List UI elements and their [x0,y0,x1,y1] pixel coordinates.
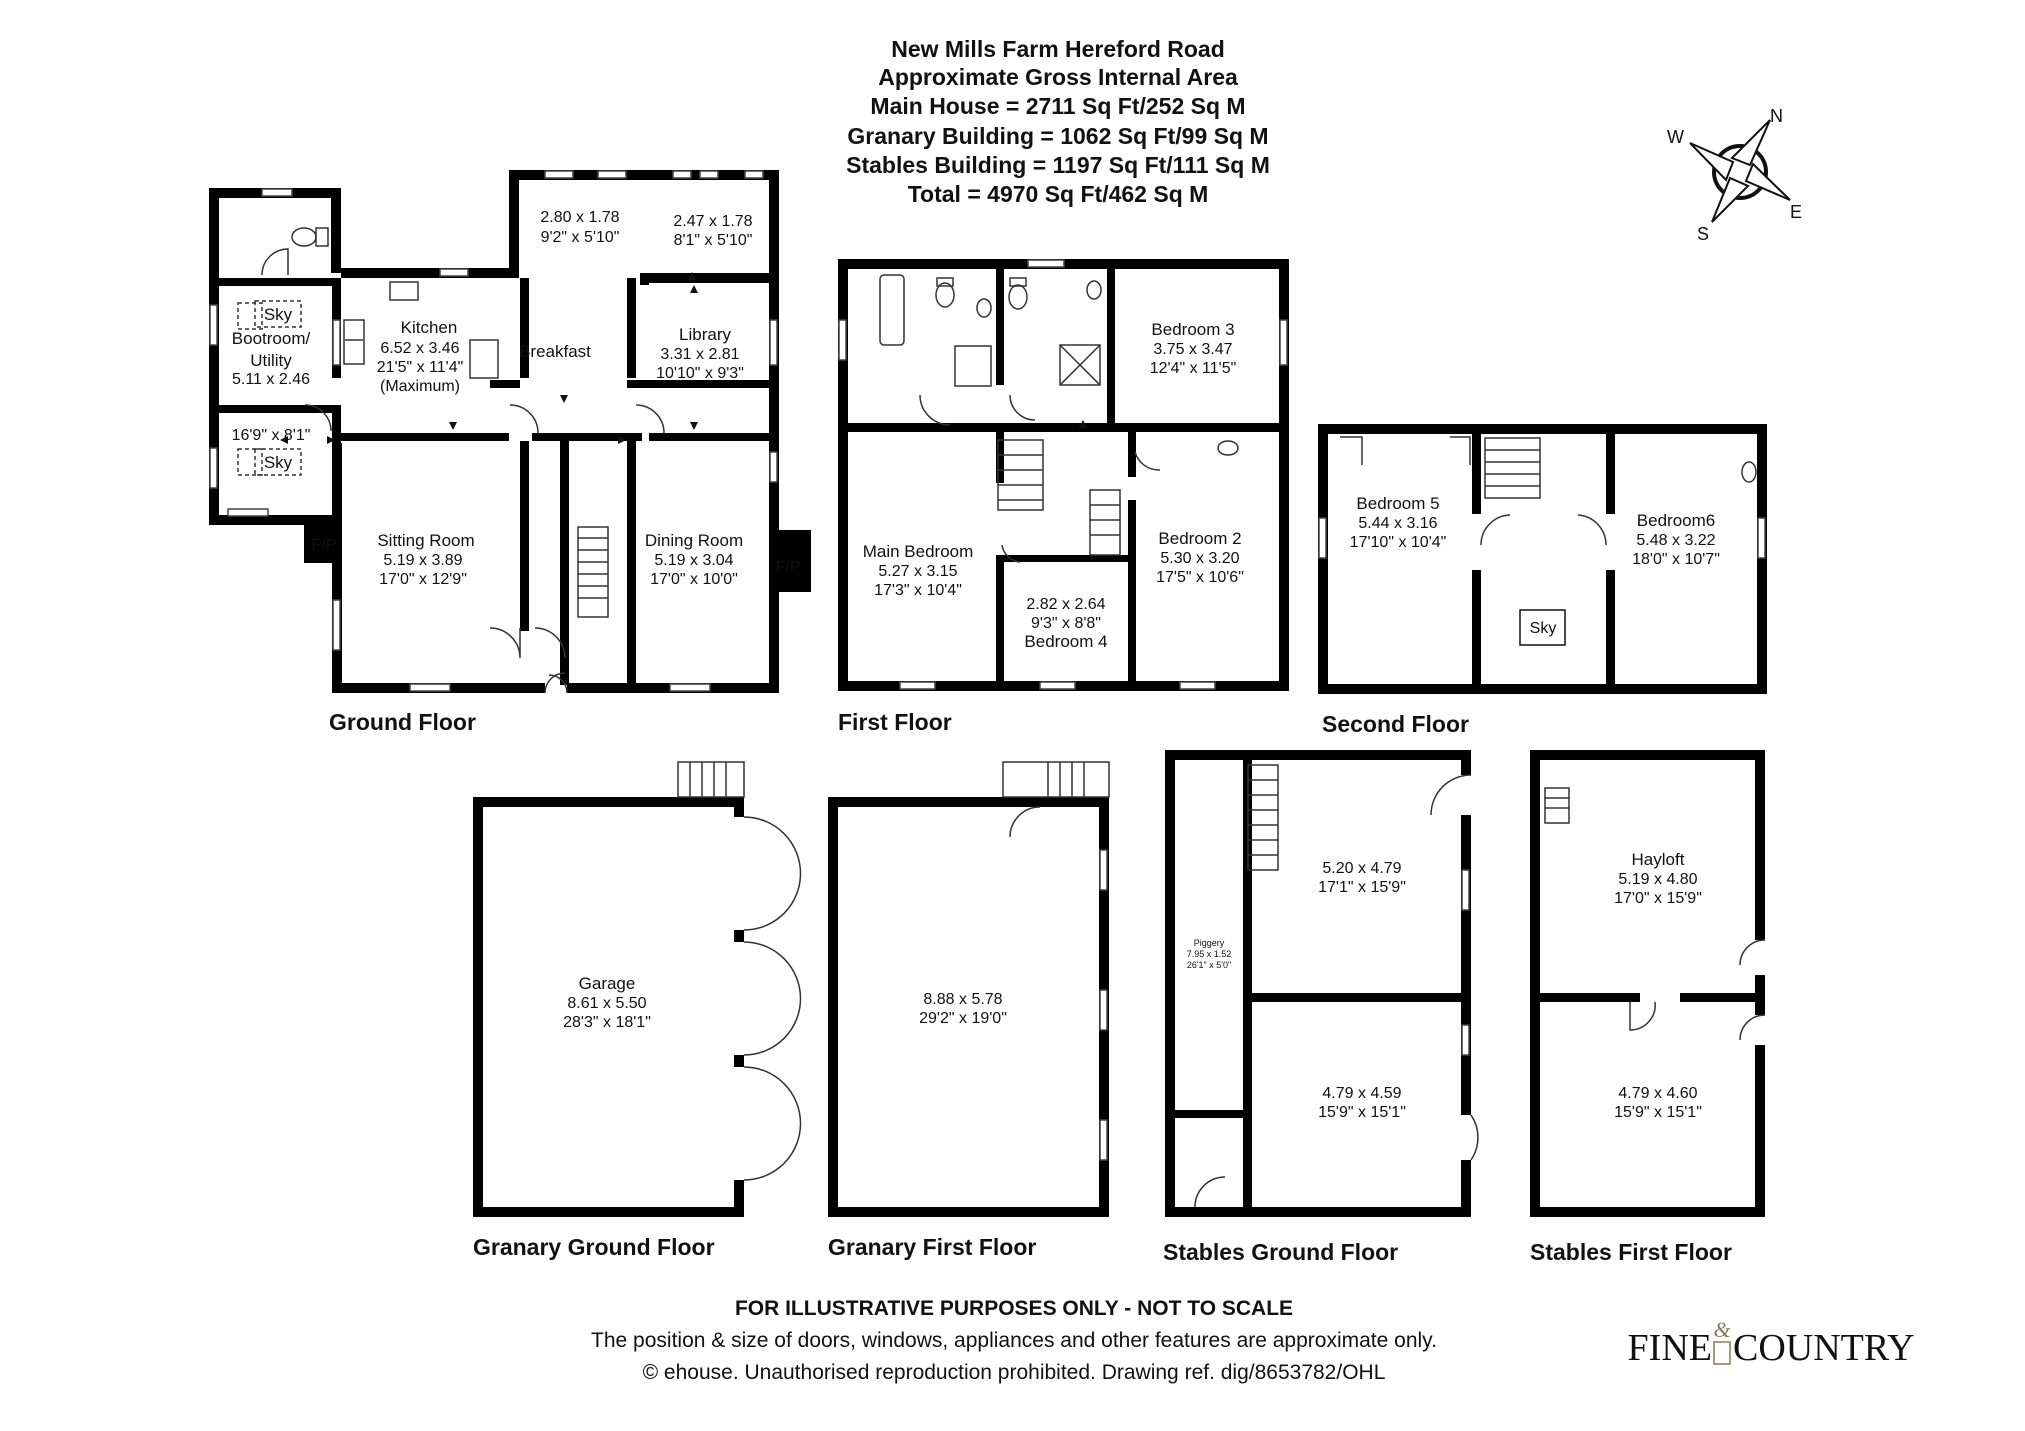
brand-ampersand: & [1713,1317,1731,1342]
copyright-text: © ehouse. Unauthorised reproduction proh… [643,1361,1386,1384]
stables-room-c-metric: 4.79 x 4.60 [1618,1085,1697,1102]
compass-east-label: E [1790,202,1802,222]
dining-room-name: Dining Room [645,531,743,550]
dining-room-metric: 5.19 x 3.04 [654,552,733,569]
sitting-room-imperial: 17'0" x 12'9" [379,571,467,588]
first-floor-plan: Bedroom 3 3.75 x 3.47 12'4" x 11'5" Main… [838,259,1289,735]
sky-label: Sky [1530,620,1557,637]
sky-label: Sky [264,453,293,472]
compass-north-label: N [1770,106,1783,126]
store-1-metric: 2.80 x 1.78 [540,209,619,226]
bootroom-name-2: Utility [250,351,292,370]
library-name: Library [679,325,731,344]
ground-floor-plan: Sky Bootroom/ Utility 5.11 x 2.46 16'9" … [209,170,811,735]
stables-ground-floor-label: Stables Ground Floor [1163,1239,1398,1265]
bedroom-3-imperial: 12'4" x 11'5" [1150,360,1237,377]
disclaimer-text: The position & size of doors, windows, a… [591,1329,1437,1352]
area-stables: Stables Building = 1197 Sq Ft/111 Sq M [846,152,1270,178]
store-2-metric: 2.47 x 1.78 [673,213,752,230]
granary-first-floor-label: Granary First Floor [828,1234,1036,1260]
bedroom-5-imperial: 17'10" x 10'4" [1350,534,1447,551]
granary-first-floor-plan: 8.88 x 5.78 29'2" x 19'0" Granary First … [828,761,1110,1260]
stables-room-b-metric: 4.79 x 4.59 [1322,1085,1401,1102]
main-bedroom-metric: 5.27 x 3.15 [878,563,957,580]
plan-title: New Mills Farm Hereford Road [891,36,1225,62]
stables-ground-floor-plan: Piggery 7.95 x 1.52 26'1" x 5'0" 5.20 x … [1163,750,1479,1265]
plan-footer: FOR ILLUSTRATIVE PURPOSES ONLY - NOT TO … [591,1297,1437,1384]
bedroom-6-name: Bedroom6 [1637,511,1715,530]
sky-label: Sky [264,305,293,324]
fine-and-country-logo: Fine & Country [1628,1317,1915,1369]
bootroom-metric: 5.11 x 2.46 [232,371,310,388]
compass-west-label: W [1667,127,1684,147]
main-bedroom-name: Main Bedroom [863,542,974,561]
disclaimer-heading: FOR ILLUSTRATIVE PURPOSES ONLY - NOT TO … [735,1297,1293,1320]
garage-imperial: 28'3" x 18'1" [563,1014,651,1031]
stables-first-floor-plan: Hayloft 5.19 x 4.80 17'0" x 15'9" 4.79 x… [1530,750,1766,1265]
plan-subtitle: Approximate Gross Internal Area [878,64,1238,90]
bedroom-6-imperial: 18'0" x 10'7" [1632,551,1720,568]
granary-first-imperial: 29'2" x 19'0" [919,1010,1007,1027]
bootroom-imperial: 16'9" x 8'1" [232,427,311,444]
hayloft-imperial: 17'0" x 15'9" [1614,890,1702,907]
stables-room-b-imperial: 15'9" x 15'1" [1318,1104,1406,1121]
piggery-imperial: 26'1" x 5'0" [1187,960,1231,970]
bedroom-2-imperial: 17'5" x 10'6" [1156,569,1244,586]
garage-name: Garage [579,974,636,993]
plan-header: New Mills Farm Hereford Road Approximate… [846,36,1270,207]
bedroom-6-metric: 5.48 x 3.22 [1636,532,1715,549]
hayloft-name: Hayloft [1632,850,1685,869]
bootroom-name: Bootroom/ [232,329,311,348]
second-floor-label: Second Floor [1322,711,1469,737]
granary-ground-floor-plan: Garage 8.61 x 5.50 28'3" x 18'1" Granary… [473,761,802,1260]
store-1-imperial: 9'2" x 5'10" [541,229,620,246]
kitchen-name: Kitchen [401,318,458,337]
kitchen-imperial: 21'5" x 11'4" [377,359,464,376]
bedroom-5-name: Bedroom 5 [1356,494,1439,513]
stables-room-a-metric: 5.20 x 4.79 [1322,860,1401,877]
bedroom-4-name: Bedroom 4 [1024,632,1107,651]
fireplace-label: F/P [776,559,801,576]
bedroom-4-imperial: 9'3" x 8'8" [1031,615,1101,632]
garage-metric: 8.61 x 5.50 [567,995,646,1012]
pillar-icon [1713,1341,1731,1365]
brand-left: Fine [1628,1327,1712,1369]
compass-south-label: S [1697,224,1709,244]
store-2-imperial: 8'1" x 5'10" [674,232,753,249]
stables-room-c-imperial: 15'9" x 15'1" [1614,1104,1702,1121]
brand-right: Country [1733,1327,1915,1369]
sitting-room-name: Sitting Room [377,531,474,550]
granary-ground-floor-label: Granary Ground Floor [473,1234,715,1260]
bedroom-2-metric: 5.30 x 3.20 [1160,550,1239,567]
stables-first-floor-label: Stables First Floor [1530,1239,1732,1265]
bedroom-5-metric: 5.44 x 3.16 [1358,515,1437,532]
area-granary: Granary Building = 1062 Sq Ft/99 Sq M [847,123,1268,149]
area-total: Total = 4970 Sq Ft/462 Sq M [908,181,1209,207]
piggery-metric: 7.95 x 1.52 [1187,949,1232,959]
library-metric: 3.31 x 2.81 [660,346,739,363]
hayloft-metric: 5.19 x 4.80 [1618,871,1697,888]
bedroom-2-name: Bedroom 2 [1158,529,1241,548]
area-main-house: Main House = 2711 Sq Ft/252 Sq M [870,93,1245,119]
granary-first-metric: 8.88 x 5.78 [923,991,1002,1008]
kitchen-note: (Maximum) [380,378,460,395]
dining-room-imperial: 17'0" x 10'0" [650,571,738,588]
ground-floor-label: Ground Floor [329,709,476,735]
piggery-name: Piggery [1194,938,1225,948]
bedroom-3-metric: 3.75 x 3.47 [1153,341,1232,358]
bedroom-4-metric: 2.82 x 2.64 [1026,596,1105,613]
library-imperial: 10'10" x 9'3" [656,365,744,382]
bedroom-3-name: Bedroom 3 [1151,320,1234,339]
breakfast-name: Breakfast [519,342,591,361]
stables-room-a-imperial: 17'1" x 15'9" [1318,879,1406,896]
first-floor-label: First Floor [838,709,952,735]
main-bedroom-imperial: 17'3" x 10'4" [874,582,962,599]
fireplace-label: F/P [312,537,337,554]
kitchen-metric: 6.52 x 3.46 [380,340,459,357]
sitting-room-metric: 5.19 x 3.89 [383,552,462,569]
second-floor-plan: Bedroom 5 5.44 x 3.16 17'10" x 10'4" Sky… [1318,424,1767,737]
compass-icon: N E S W [1667,106,1802,244]
